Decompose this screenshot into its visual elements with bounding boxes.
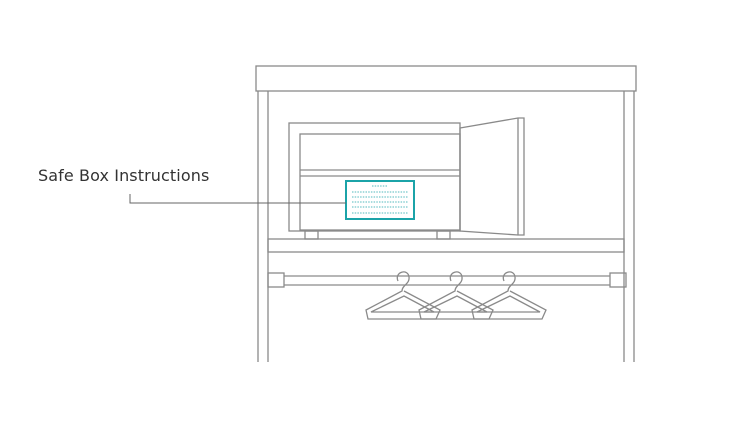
closet-top-beam [255,65,637,92]
clothes-hanger-icon [365,271,441,320]
instruction-card-icon [345,180,415,220]
clothes-hanger-icon [471,271,547,320]
open-safe-icon [288,117,525,240]
closet-shelf [267,238,625,253]
callout-leader-line [129,194,346,204]
closet-right-post [623,91,635,362]
closet-left-post [257,91,269,362]
callout-label: Safe Box Instructions [38,166,210,185]
clothes-hanger-icon [418,271,494,320]
closet-rod [267,272,627,288]
